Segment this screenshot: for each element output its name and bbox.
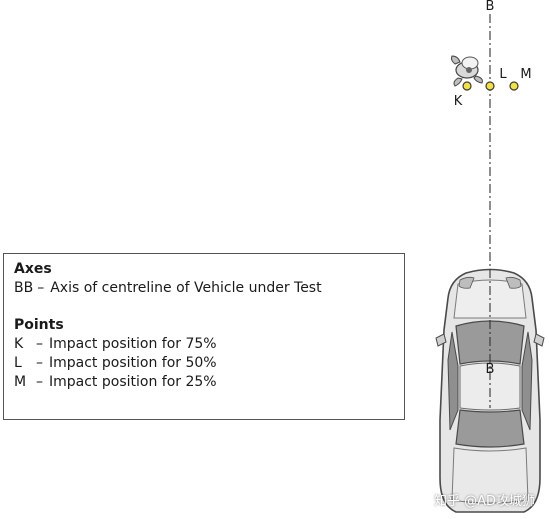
legend-code: M — [14, 374, 27, 390]
legend-text: Axis of centreline of Vehicle under Test — [50, 280, 322, 296]
legend-dash: – — [36, 374, 43, 390]
axis-label-bottom: B — [486, 362, 495, 377]
axis-label-top: B — [486, 0, 495, 14]
point-label-m: M — [520, 67, 531, 82]
legend-code: L — [14, 355, 22, 371]
impact-point-m — [509, 81, 519, 91]
legend-dash: – — [36, 336, 43, 352]
pedestrian-headform-icon — [450, 55, 483, 87]
legend-points-item-l: L – Impact position for 50% — [14, 354, 217, 373]
impact-point-k — [462, 81, 472, 91]
legend-box: Axes BB – Axis of centreline of Vehicle … — [3, 253, 405, 420]
car-top-view-icon — [435, 268, 545, 513]
point-label-k: K — [454, 94, 463, 109]
legend-code: BB — [14, 280, 34, 296]
watermark: 知乎 @AD攻城狮 — [433, 494, 535, 509]
legend-points-section: Points K – Impact position for 75% L – I… — [14, 316, 217, 392]
point-label-l: L — [499, 67, 507, 82]
legend-axes-section: Axes BB – Axis of centreline of Vehicle … — [14, 260, 322, 298]
legend-text: Impact position for 50% — [49, 355, 217, 371]
legend-axes-heading: Axes — [14, 261, 52, 277]
legend-code: K — [14, 336, 24, 352]
legend-text: Impact position for 75% — [49, 336, 217, 352]
legend-points-heading: Points — [14, 317, 64, 333]
legend-axes-item-bb: BB – Axis of centreline of Vehicle under… — [14, 279, 322, 298]
legend-points-item-k: K – Impact position for 75% — [14, 335, 217, 354]
legend-points-item-m: M – Impact position for 25% — [14, 373, 217, 392]
legend-text: Impact position for 25% — [49, 374, 217, 390]
legend-dash: – — [36, 355, 43, 371]
legend-dash: – — [37, 280, 45, 296]
impact-point-l — [485, 81, 495, 91]
